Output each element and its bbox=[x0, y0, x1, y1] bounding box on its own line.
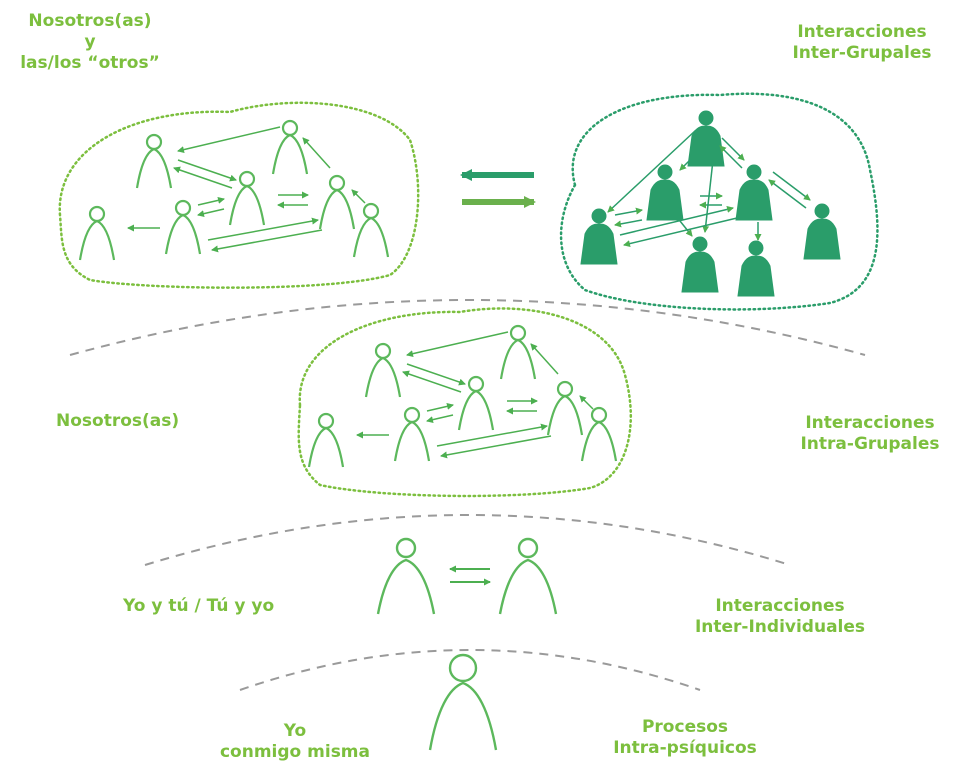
single-person bbox=[428, 653, 498, 751]
person-icon bbox=[135, 133, 173, 189]
arrow bbox=[351, 189, 366, 204]
arrow bbox=[302, 137, 331, 169]
person-filled-icon bbox=[735, 164, 773, 221]
label-line: Inter-Individuales bbox=[694, 617, 866, 637]
arrow bbox=[426, 414, 454, 424]
arrow bbox=[619, 205, 734, 236]
group-outline-top bbox=[58, 101, 420, 289]
arrow bbox=[406, 331, 509, 358]
label-yo-conmigo: Yo conmigo misma bbox=[200, 721, 390, 763]
arc-level-4 bbox=[69, 299, 866, 356]
arrow bbox=[173, 166, 233, 189]
person-icon bbox=[228, 170, 266, 226]
person-icon bbox=[318, 174, 356, 230]
label-yo-y-tu: Yo y tú / Tú y yo bbox=[123, 596, 274, 617]
person-icon bbox=[271, 119, 309, 175]
arrow bbox=[440, 435, 552, 459]
person-filled-icon bbox=[803, 203, 841, 260]
label-line: Interacciones bbox=[805, 413, 935, 433]
arrow bbox=[675, 215, 693, 237]
person-icon bbox=[78, 205, 116, 261]
group-boundary bbox=[559, 92, 879, 311]
pair-group bbox=[376, 537, 558, 615]
group-filled-top bbox=[559, 92, 879, 311]
label-line: Nosotros(as) bbox=[28, 11, 152, 31]
label-line: Interacciones bbox=[715, 596, 845, 616]
arrow bbox=[530, 343, 559, 375]
label-line: Yo y tú / Tú y yo bbox=[123, 596, 275, 616]
person-filled-icon bbox=[687, 110, 725, 167]
person-icon bbox=[164, 199, 202, 255]
person-icon bbox=[393, 406, 431, 462]
label-line: y bbox=[84, 32, 96, 52]
arrow bbox=[207, 217, 319, 241]
label-line: Nosotros(as) bbox=[56, 411, 180, 431]
person-icon bbox=[498, 537, 558, 615]
person-icon bbox=[364, 342, 402, 398]
label-inter-individuales: Interacciones Inter-Individuales bbox=[680, 596, 880, 638]
label-nosotros: Nosotros(as) bbox=[56, 411, 179, 432]
arrow bbox=[579, 395, 594, 410]
label-line: Inter-Grupales bbox=[792, 43, 932, 63]
arrow bbox=[772, 171, 811, 201]
arrow bbox=[614, 219, 643, 228]
exchange-arrows bbox=[460, 169, 536, 208]
group-outline-middle bbox=[297, 307, 633, 498]
person-icon bbox=[457, 375, 495, 431]
arrow bbox=[623, 217, 738, 248]
person-icon bbox=[580, 406, 618, 462]
label-line: Intra-Grupales bbox=[800, 434, 940, 454]
label-intra-grupales: Interacciones Intra-Grupales bbox=[780, 413, 960, 455]
arrow bbox=[197, 208, 225, 218]
person-icon bbox=[376, 537, 436, 615]
level-arcs bbox=[69, 299, 866, 691]
arrow bbox=[607, 129, 697, 213]
arrow bbox=[211, 229, 323, 253]
arrow bbox=[406, 363, 466, 386]
label-line: Procesos bbox=[641, 717, 729, 737]
person-icon bbox=[307, 412, 345, 468]
group-boundary bbox=[297, 307, 633, 498]
arrow bbox=[614, 207, 643, 216]
arrow bbox=[426, 402, 454, 412]
label-line: Interacciones bbox=[797, 22, 927, 42]
arrow bbox=[177, 126, 281, 154]
person-icon bbox=[352, 202, 390, 258]
arrow bbox=[719, 145, 743, 169]
person-icon bbox=[499, 324, 537, 380]
label-intra-psiquicos: Procesos Intra-psíquicos bbox=[600, 717, 770, 759]
arrow bbox=[721, 137, 745, 161]
person-filled-icon bbox=[737, 240, 775, 297]
label-line: Yo bbox=[283, 721, 307, 741]
arrow bbox=[402, 370, 462, 393]
label-line: Intra-psíquicos bbox=[613, 738, 757, 758]
person-filled-icon bbox=[580, 208, 618, 265]
person-icon bbox=[428, 653, 498, 751]
arrow bbox=[679, 149, 701, 171]
person-filled-icon bbox=[681, 236, 719, 293]
arrow bbox=[197, 196, 225, 206]
arc-level-3 bbox=[144, 514, 791, 566]
group-boundary bbox=[58, 101, 420, 289]
label-nosotros-y-otros: Nosotros(as) y las/los “otros” bbox=[10, 11, 170, 74]
arrow bbox=[768, 179, 807, 209]
person-icon bbox=[546, 380, 584, 436]
person-filled-icon bbox=[646, 164, 684, 221]
arrow bbox=[177, 159, 237, 182]
arc-level-2 bbox=[239, 649, 701, 691]
label-line: conmigo misma bbox=[219, 742, 370, 762]
label-inter-grupales: Interacciones Inter-Grupales bbox=[772, 22, 952, 64]
arrow bbox=[436, 423, 548, 447]
label-line: las/los “otros” bbox=[20, 53, 160, 73]
